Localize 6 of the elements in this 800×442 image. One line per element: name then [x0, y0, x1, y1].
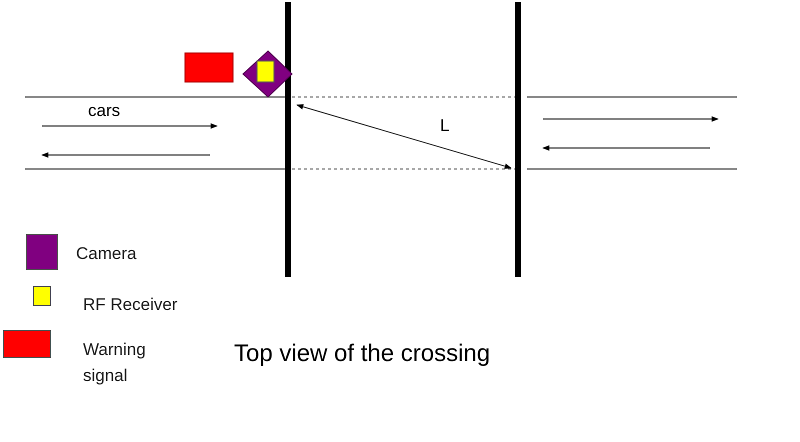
dimension-label: L — [440, 115, 450, 137]
legend-label: Camera — [76, 243, 138, 265]
road-label: cars — [88, 100, 120, 122]
legend-label: RF Receiver — [83, 294, 178, 316]
legend-label: Warning signal — [83, 339, 147, 387]
caption: Top view of the crossing — [234, 339, 490, 369]
